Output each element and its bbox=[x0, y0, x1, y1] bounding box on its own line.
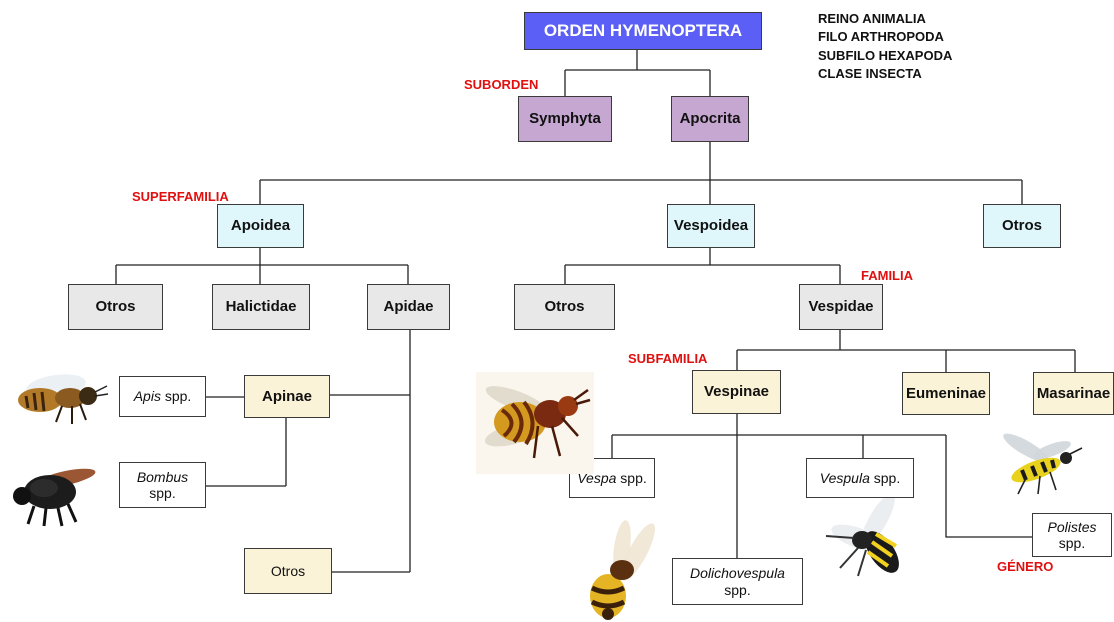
family-otros-vespoidea-box: Otros bbox=[514, 284, 615, 330]
family-apidae-box: Apidae bbox=[367, 284, 450, 330]
genus-polistes-suffix: spp. bbox=[1059, 535, 1085, 551]
classification-clase: CLASE INSECTA bbox=[818, 65, 952, 83]
superfamily-vespoidea-box: Vespoidea bbox=[667, 204, 755, 248]
classification-reino: REINO ANIMALIA bbox=[818, 10, 952, 28]
genus-bombus-box: Bombus spp. bbox=[119, 462, 206, 508]
superfamily-otros-box: Otros bbox=[983, 204, 1061, 248]
honeybee-image bbox=[12, 360, 112, 430]
subfamily-eumeninae-box: Eumeninae bbox=[902, 372, 990, 415]
suborder-symphyta-box: Symphyta bbox=[518, 96, 612, 142]
suborder-apocrita-box: Apocrita bbox=[671, 96, 749, 142]
genus-vespula-name: Vespula bbox=[820, 470, 870, 486]
genus-dolichovespula-box: Dolichovespula spp. bbox=[672, 558, 803, 605]
rank-label-subfamilia: SUBFAMILIA bbox=[628, 351, 707, 366]
vespula-image bbox=[818, 498, 910, 584]
genus-dolichovespula-suffix: spp. bbox=[724, 582, 750, 598]
rank-label-familia: FAMILIA bbox=[861, 268, 913, 283]
order-hymenoptera-box: ORDEN HYMENOPTERA bbox=[524, 12, 762, 50]
bumblebee-image bbox=[10, 462, 102, 528]
family-halictidae-box: Halictidae bbox=[212, 284, 310, 330]
subfamily-apinae-box: Apinae bbox=[244, 375, 330, 418]
subfamily-vespinae-box: Vespinae bbox=[692, 370, 781, 414]
genus-apis-name: Apis bbox=[134, 388, 161, 404]
genus-vespula-suffix: spp. bbox=[870, 470, 900, 486]
classification-subfilo: SUBFILO HEXAPODA bbox=[818, 47, 952, 65]
classification-list: REINO ANIMALIA FILO ARTHROPODA SUBFILO H… bbox=[818, 10, 952, 84]
rank-label-genero: GÉNERO bbox=[997, 559, 1053, 574]
polistes-image bbox=[996, 430, 1084, 498]
rank-label-superfamilia: SUPERFAMILIA bbox=[132, 189, 229, 204]
family-otros-apoidea-box: Otros bbox=[68, 284, 163, 330]
genus-polistes-box: Polistes spp. bbox=[1032, 513, 1112, 557]
dolichovespula-image bbox=[582, 518, 666, 622]
family-vespidae-box: Vespidae bbox=[799, 284, 883, 330]
subfamily-masarinae-box: Masarinae bbox=[1033, 372, 1114, 415]
hornet-vespa-image bbox=[476, 372, 594, 474]
genus-vespula-box: Vespula spp. bbox=[806, 458, 914, 498]
genus-bombus-name: Bombus bbox=[137, 469, 188, 485]
rank-label-suborden: SUBORDEN bbox=[464, 77, 538, 92]
superfamily-apoidea-box: Apoidea bbox=[217, 204, 304, 248]
genus-dolichovespula-name: Dolichovespula bbox=[690, 565, 785, 581]
subfamily-otros-box: Otros bbox=[244, 548, 332, 594]
genus-polistes-name: Polistes bbox=[1047, 519, 1096, 535]
classification-filo: FILO ARTHROPODA bbox=[818, 28, 952, 46]
genus-apis-suffix: spp. bbox=[161, 388, 191, 404]
genus-apis-box: Apis spp. bbox=[119, 376, 206, 417]
genus-vespa-suffix: spp. bbox=[616, 470, 646, 486]
genus-bombus-suffix: spp. bbox=[149, 485, 175, 501]
